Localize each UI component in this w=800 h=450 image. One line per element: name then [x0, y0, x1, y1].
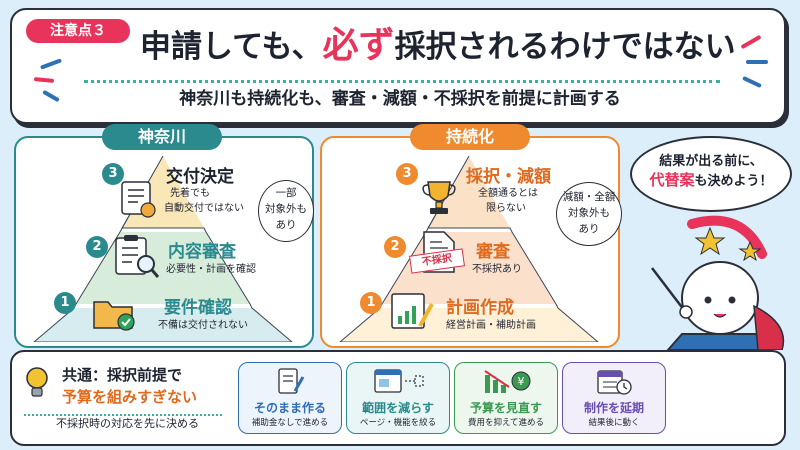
footer-emphasis: 予算を組みすぎない [62, 388, 198, 406]
title-part2: 採択されるわけではない [394, 29, 736, 65]
tier-title: 審査 [476, 242, 510, 262]
trophy-icon [422, 181, 456, 214]
tier-number-3: 3 [102, 163, 124, 185]
calendar-clock-icon [597, 370, 632, 395]
tier-desc: 先着でも [170, 188, 210, 199]
advice-bubble: 結果が出る前に、 代替案も決めよう！ [630, 136, 792, 212]
card-title: 範囲を減らす [362, 401, 434, 415]
note-bubble: 減額・全額 対象外も あり [556, 182, 622, 246]
footer-label: 共通：採択前提で [62, 366, 183, 384]
page-subtitle: 神奈川も持続化も、審査・減額・不採択を前提に計画する [179, 89, 621, 109]
kanagawa-pyramid [33, 155, 293, 342]
tier-desc: 経営計画・補助計画 [446, 320, 536, 331]
svg-text:¥: ¥ [518, 375, 525, 388]
tier-title: 採択・減額 [466, 167, 551, 187]
tier-number-2: 2 [384, 236, 406, 258]
option-card-postpone: 制作を延期 結果後に動く [562, 362, 666, 434]
header-divider [84, 80, 720, 83]
footer-note: 不採択時の対応を先に決める [56, 417, 199, 430]
tier-desc: 必要性・計画を確認 [166, 264, 256, 275]
tier-number-3: 3 [396, 163, 418, 185]
bubble-line: あり [578, 223, 600, 235]
card-title: そのまま作る [253, 401, 326, 415]
tier-desc: 自動交付ではない [164, 203, 244, 214]
title-emphasis: 必ず [322, 25, 395, 66]
advice-line1: 結果が出る前に、 [659, 154, 763, 169]
tier-title: 要件確認 [164, 298, 232, 318]
window-reduce-icon [374, 369, 424, 393]
card-subtitle: 結果後に動く [588, 418, 640, 428]
mascot-character-illustration [651, 215, 785, 350]
tier-title: 内容審査 [168, 242, 236, 262]
kanagawa-title: 神奈川 [102, 124, 222, 150]
certificate-icon [121, 181, 156, 218]
chart-pencil-icon [391, 293, 434, 329]
bubble-line: 一部 [275, 187, 297, 199]
title-part1: 申請しても、 [140, 29, 323, 65]
card-title: 予算を見直す [469, 401, 542, 415]
bubble-line: 対象外も [568, 207, 610, 219]
tier-number-1: 1 [360, 292, 382, 314]
caution-badge: 注意点３ [26, 19, 130, 43]
spark-decoration [746, 60, 768, 64]
bubble-line: 対象外も [265, 203, 307, 215]
option-card-review-budget: ¥ 予算を見直す 費用を抑えて進める [454, 362, 558, 434]
tier-desc: 不採択あり [472, 264, 522, 275]
lightbulb-icon [26, 367, 48, 397]
tier-title: 交付決定 [166, 167, 234, 187]
option-card-make-as-is: そのまま作る 補助金なしで進める [238, 362, 342, 434]
card-subtitle: 補助金なしで進める [251, 418, 329, 428]
advice-emphasis: 代替案 [649, 171, 695, 189]
option-card-reduce-scope: 範囲を減らす ページ・機能を絞る [346, 362, 450, 434]
tier-title: 計画作成 [446, 298, 514, 318]
note-bubble: 一部 対象外も あり [258, 180, 314, 242]
bubble-line: 減額・全額 [562, 191, 616, 203]
advice-line2-rest: も決めよう！ [694, 174, 773, 189]
chart-down-yen-icon: ¥ [484, 370, 531, 393]
folder-check-icon [93, 301, 135, 331]
footer-divider [24, 414, 222, 416]
jizokuka-title: 持続化 [410, 124, 530, 150]
page-title: 申請しても、必ず採択されるわけではない [140, 14, 780, 78]
card-title: 制作を延期 [583, 401, 644, 415]
document-pencil-icon [278, 368, 305, 394]
tier-number-2: 2 [86, 236, 108, 258]
header-panel [10, 8, 786, 124]
bubble-line: あり [275, 219, 297, 231]
card-subtitle: 費用を抑えて進める [467, 418, 545, 428]
tier-number-1: 1 [54, 292, 76, 314]
advice-line2: 代替案も決めよう！ [632, 169, 790, 190]
clipboard-magnifier-icon [115, 235, 160, 278]
tier-desc: 不備は交付されない [158, 320, 248, 331]
tier-desc: 限らない [486, 203, 526, 214]
tier-desc: 全額通るとは [478, 188, 538, 199]
card-subtitle: ページ・機能を絞る [359, 418, 437, 428]
